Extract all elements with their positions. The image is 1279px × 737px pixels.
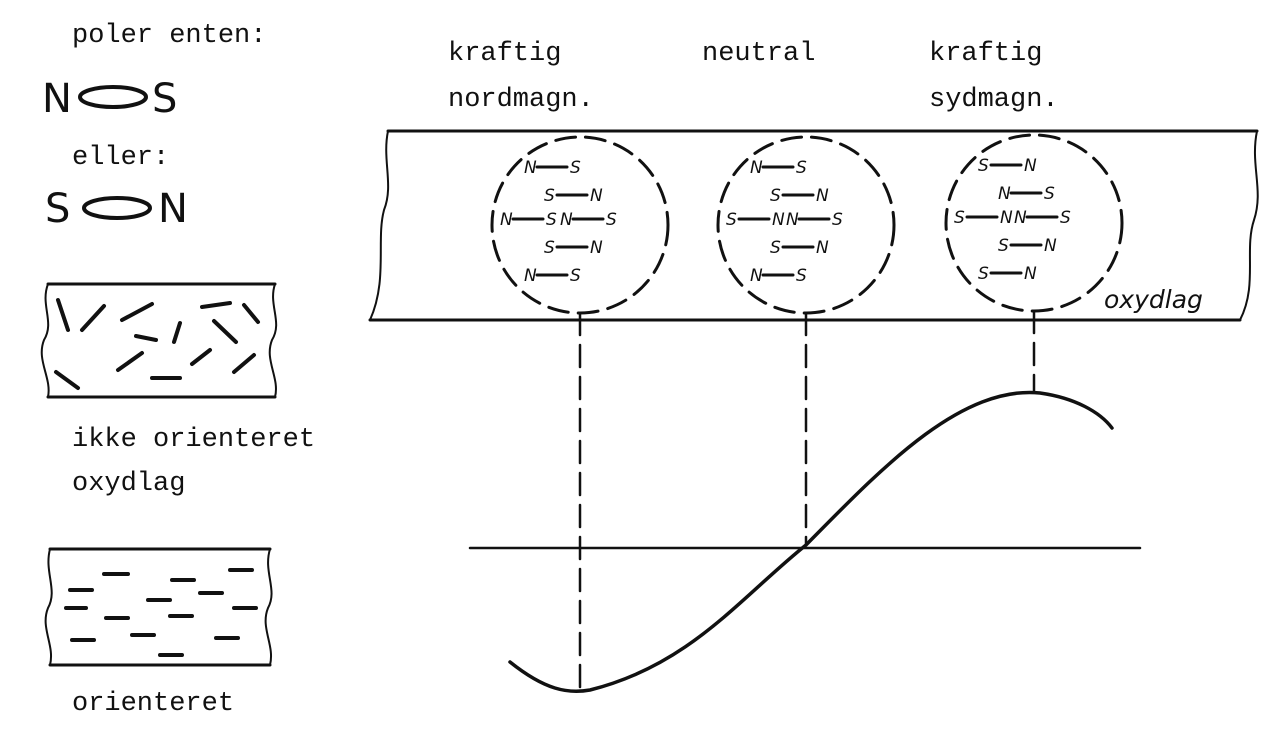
- dipole-pole-letter: S: [546, 210, 557, 230]
- pole-b-right-letter: N: [158, 186, 188, 232]
- dipole-pole-letter: N: [500, 210, 513, 230]
- dipole-pole-letter: S: [770, 238, 781, 258]
- pole-example-sn: S N: [45, 186, 188, 232]
- or-label: eller:: [72, 143, 169, 173]
- dipole-pole-letter: S: [1044, 184, 1055, 204]
- poles-intro-label: poler enten:: [72, 21, 266, 51]
- dipole-pole-letter: N: [560, 210, 573, 230]
- dipole-pole-letter: S: [796, 158, 807, 178]
- dipole-pole-letter: S: [544, 186, 555, 206]
- dipole-pole-letter: S: [570, 266, 581, 286]
- dipole-pole-letter: N: [1000, 208, 1013, 228]
- unoriented-label-line1: ikke orienteret: [72, 425, 315, 455]
- dipole-pole-letter: S: [978, 264, 989, 284]
- dipole-pole-letter: N: [1014, 208, 1027, 228]
- dipole-pole-letter: S: [832, 210, 843, 230]
- unoriented-label-line2: oxydlag: [72, 469, 185, 499]
- neutral-label: neutral: [702, 39, 815, 69]
- dipole-pole-letter: N: [772, 210, 785, 230]
- pole-b-left-letter: S: [45, 186, 70, 232]
- dipole-pole-letter: N: [998, 184, 1011, 204]
- dipole-pole-letter: S: [978, 156, 989, 176]
- strong-north-label-line1: kraftig: [448, 39, 561, 69]
- pole-example-ns: N S: [42, 76, 177, 122]
- magnet-particle-shape: [78, 85, 148, 109]
- dipole-pole-letter: N: [1044, 236, 1057, 256]
- dipole-pole-letter: S: [570, 158, 581, 178]
- dipole-pole-letter: S: [1060, 208, 1071, 228]
- dipole-pole-letter: N: [816, 238, 829, 258]
- oxide-layer-label: oxydlag: [1104, 285, 1203, 314]
- dipole-pole-letter: S: [770, 186, 781, 206]
- strong-south-label-line2: sydmagn.: [929, 85, 1059, 115]
- strong-south-label-line1: kraftig: [929, 39, 1042, 69]
- pole-a-left-letter: N: [42, 76, 72, 122]
- dipole-pole-letter: N: [524, 266, 537, 286]
- dipole-pole-letter: N: [750, 266, 763, 286]
- dipole-pole-letter: S: [954, 208, 965, 228]
- dipole-pole-letter: N: [1024, 264, 1037, 284]
- oriented-layer-box: [44, 547, 273, 667]
- dipole-pole-letter: S: [998, 236, 1009, 256]
- dipole-pole-letter: S: [726, 210, 737, 230]
- dipole-pole-letter: S: [606, 210, 617, 230]
- dipole-pole-letter: N: [590, 238, 603, 258]
- unoriented-layer-box: [40, 282, 278, 399]
- dipole-pole-letter: N: [816, 186, 829, 206]
- pole-a-right-letter: S: [152, 76, 177, 122]
- dipole-pole-letter: S: [544, 238, 555, 258]
- magnetization-curve: [508, 390, 1114, 694]
- oriented-label: orienteret: [72, 689, 234, 719]
- dipole-pole-letter: S: [796, 266, 807, 286]
- dipole-pole-letter: N: [750, 158, 763, 178]
- magnet-particle-shape: [82, 196, 152, 220]
- dipole-pole-letter: N: [786, 210, 799, 230]
- dipole-pole-letter: N: [524, 158, 537, 178]
- dipole-pole-letter: N: [590, 186, 603, 206]
- strong-north-label-line2: nordmagn.: [448, 85, 594, 115]
- dipole-pole-letter: N: [1024, 156, 1037, 176]
